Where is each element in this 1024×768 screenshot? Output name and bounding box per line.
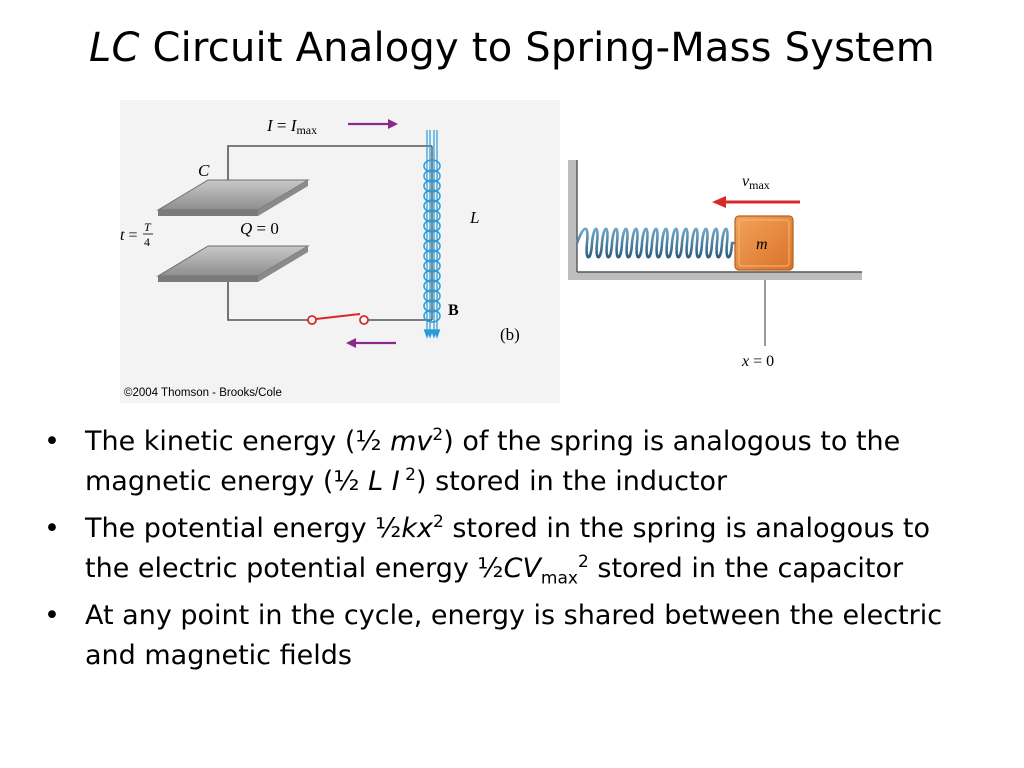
svg-text:t =: t = [120, 227, 137, 244]
capacitor-label: C [198, 161, 210, 180]
bullet-marker: • [44, 426, 60, 457]
wall [568, 160, 578, 272]
switch-left-contact [307, 315, 317, 325]
capacitor-top-plate-edge [158, 210, 258, 216]
inductor-coil [423, 130, 441, 339]
top-wire [227, 145, 432, 196]
analogy-figure: I = Imax C L Q = 0 t = T 4 B (b) ©2004 T… [120, 100, 874, 403]
bullet-marker: • [44, 513, 60, 544]
switch-lever [315, 313, 361, 320]
bottom-left-wire [227, 280, 312, 321]
velocity-arrow [712, 196, 800, 208]
time-label: t = T 4 [120, 220, 153, 249]
current-arrow-top [348, 119, 398, 129]
lc-panel-background [120, 100, 560, 403]
charge-label: Q = 0 [240, 219, 279, 238]
bullet-potential-energy: •The potential energy ½kx2 stored in the… [40, 509, 980, 589]
bullet-kinetic-energy: •The kinetic energy (½ mv2) of the sprin… [40, 422, 980, 502]
figure-svg: I = Imax C L Q = 0 t = T 4 B (b) ©2004 T… [120, 100, 874, 403]
panel-label: (b) [500, 325, 520, 344]
bullet-energy-shared: •At any point in the cycle, energy is sh… [40, 596, 980, 676]
velocity-label: vmax [742, 173, 770, 192]
switch-right-contact [359, 315, 369, 325]
svg-text:T: T [144, 220, 152, 234]
svg-text:4: 4 [144, 235, 150, 249]
current-label: I = Imax [266, 116, 317, 137]
current-arrow-bottom [346, 338, 396, 348]
spring-coil [575, 227, 735, 259]
inductor-label: L [469, 208, 479, 227]
mass-block [734, 215, 794, 271]
bullet-list: •The kinetic energy (½ mv2) of the sprin… [40, 422, 980, 683]
magnetic-field-label: B [448, 302, 459, 319]
title-rest: Circuit Analogy to Spring-Mass System [139, 25, 935, 71]
floor [568, 271, 862, 280]
copyright-notice: ©2004 Thomson - Brooks/Cole [124, 387, 282, 399]
slide-title: LC Circuit Analogy to Spring-Mass System [0, 22, 1024, 74]
position-label: x = 0 [741, 353, 774, 370]
capacitor-bottom-plate-edge [158, 276, 258, 282]
mass-label: m [756, 236, 768, 253]
title-italic-part: LC [89, 25, 140, 71]
bullet-marker: • [44, 600, 60, 631]
